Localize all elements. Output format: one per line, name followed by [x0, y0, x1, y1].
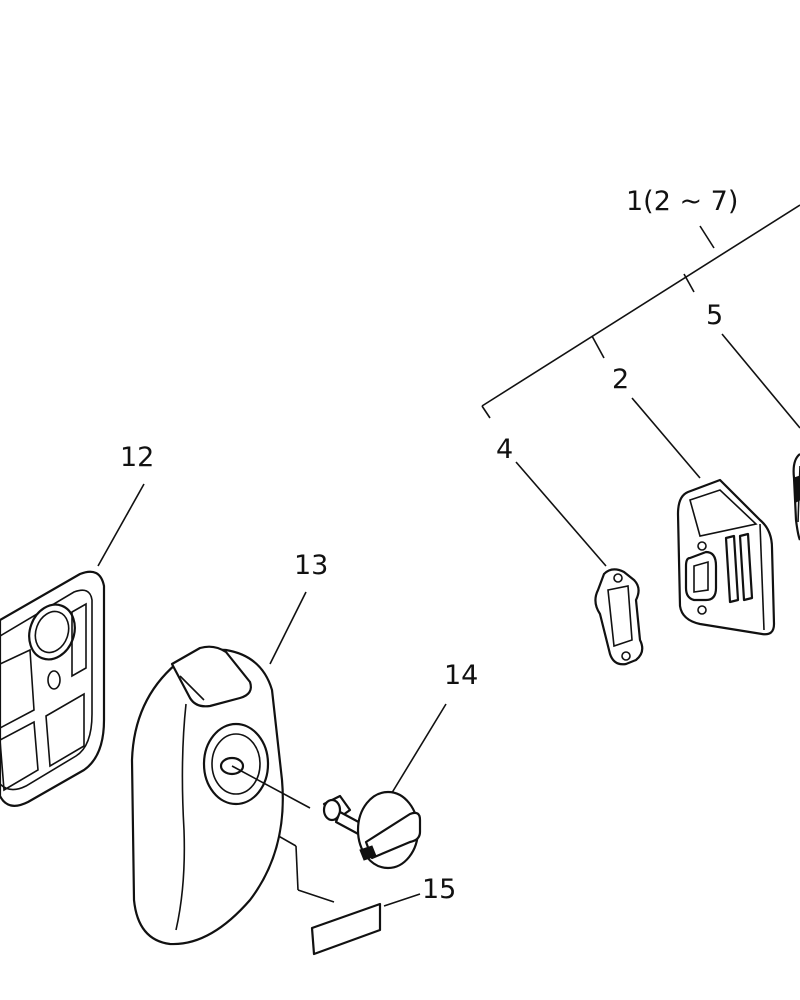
filter-cover-part	[130, 645, 311, 946]
muffler-plate-part	[676, 478, 776, 636]
label-part-12: 12	[120, 442, 154, 473]
label-plate-part	[310, 902, 382, 956]
part-labels: 1(2 ~ 7) 5 2 4 12 13 14 15	[120, 186, 738, 905]
label-assembly: 1(2 ~ 7)	[626, 186, 738, 217]
muffler-body-part	[792, 453, 800, 541]
knob-part	[322, 790, 422, 870]
label-part-5: 5	[706, 300, 723, 331]
label-part-4: 4	[496, 434, 513, 465]
label-part-2: 2	[612, 364, 629, 395]
label-part-14: 14	[444, 660, 478, 691]
label-part-15: 15	[422, 874, 456, 905]
filter-element-part	[0, 570, 106, 807]
label-part-13: 13	[294, 550, 328, 581]
gasket-part	[594, 568, 644, 666]
